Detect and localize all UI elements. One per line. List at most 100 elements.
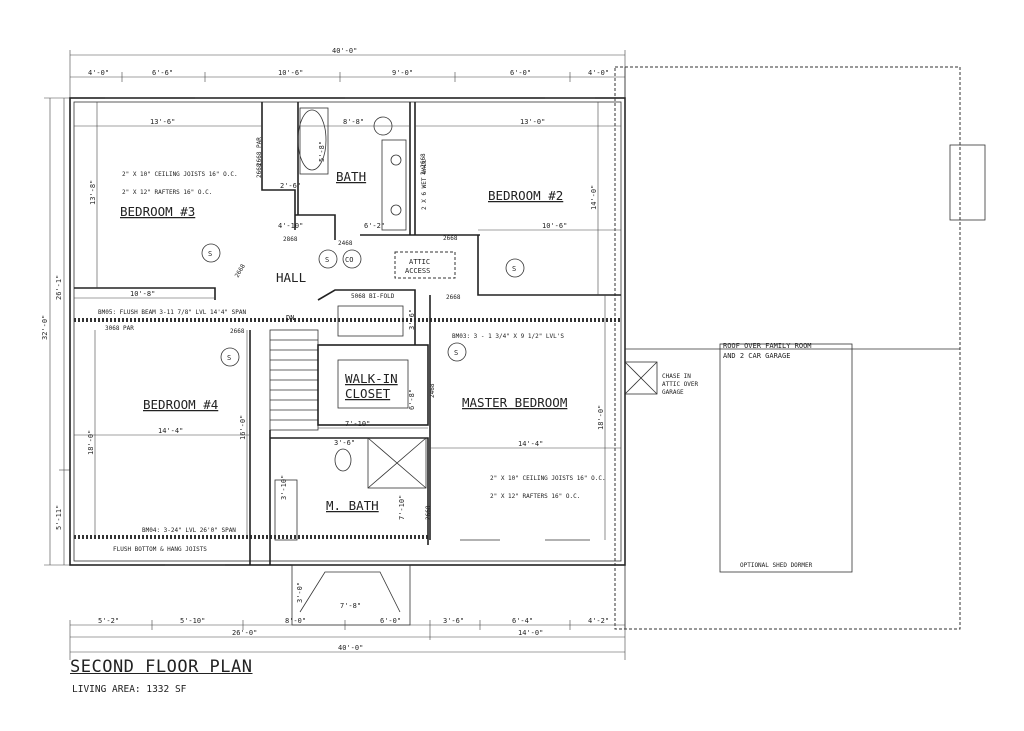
smoke-detectors: S S S S S (201, 243, 525, 367)
dim-misc-1: 5'-8" (318, 141, 326, 162)
dim-misc-3: 4'-10" (278, 222, 303, 230)
dim-bottom-seg-7: 4'-2" (588, 617, 609, 625)
top-dimensions: 40'-0" 4'-0" 6'-6" 10'-6" 9'-0" 6'-0" 4'… (69, 47, 626, 100)
dim-bed4-w: 14'-4" (158, 427, 183, 435)
dim-top-seg-3: 10'-6" (278, 69, 303, 77)
dim-bottom-total-2: 14'-0" (518, 629, 543, 637)
dim-left-overall: 32'-0" (41, 315, 49, 340)
door-tag: 2668 (234, 263, 247, 279)
chase-label-2: ATTIC OVER (662, 381, 699, 388)
stairs-dn: DN (286, 314, 294, 322)
dim-misc-7: 3'-6" (334, 439, 355, 447)
door-tag: 2-2668 (420, 153, 427, 175)
dim-stoop: 7'-8" (340, 602, 361, 610)
living-area: LIVING AREA: 1332 SF (72, 684, 187, 695)
room-bedroom4: BEDROOM #4 (143, 397, 218, 412)
room-mbath: M. BATH (326, 498, 379, 513)
dim-bed2-w2: 10'-6" (542, 222, 567, 230)
dim-bottom-seg-4: 6'-0" (380, 617, 401, 625)
dim-closet-w: 7'-10" (345, 420, 370, 428)
smoke-detector-4: S (227, 354, 231, 362)
dim-top-seg-1: 4'-0" (88, 69, 109, 77)
door-tag: 2468 (429, 383, 436, 398)
dim-bottom-seg-5: 3'-6" (443, 617, 464, 625)
door-tag: 2468 (338, 240, 353, 247)
dim-hall-w: 10'-8" (130, 290, 155, 298)
smoke-detector-5: S (454, 349, 458, 357)
dim-bed4-h: 18'-0" (87, 430, 95, 455)
dim-bed4-h2: 16'-0" (239, 415, 247, 440)
note-joists-b: 2" X 10" CEILING JOISTS 16" O.C. (490, 475, 606, 482)
door-tag: 2668 (256, 163, 263, 178)
roof-label-1: ROOF OVER FAMILY ROOM (723, 342, 812, 350)
note-bm03: BM03: 3 - 1 3/4" X 9 1/2" LVL'S (452, 333, 564, 340)
attic-access-1: ATTIC (409, 258, 430, 266)
note-flush-bottom: FLUSH BOTTOM & HANG JOISTS (113, 546, 207, 553)
room-bedroom3: BEDROOM #3 (120, 204, 195, 219)
dim-misc-4: 2'-6" (280, 182, 301, 190)
dim-master-w: 14'-4" (518, 440, 543, 448)
dim-mbath-h: 7'-10" (398, 495, 406, 520)
door-tag: 2668 (443, 235, 458, 242)
bottom-dimensions: 5'-2" 5'-10" 8'-0" 6'-0" 3'-6" 6'-4" 4'-… (69, 617, 626, 660)
room-dimensions: 13'-6" 13'-8" 8'-8" 13'-0" 14'-0" 10'-6"… (74, 102, 621, 610)
shed-dormer-label: OPTIONAL SHED DORMER (740, 562, 813, 569)
note-bm05: BM05: FLUSH BEAM 3-11 7/8" LVL 14'4" SPA… (98, 309, 246, 316)
room-master: MASTER BEDROOM (462, 395, 567, 410)
smoke-detector-2: S (325, 256, 329, 264)
dim-bottom-seg-3: 8'-0" (285, 617, 306, 625)
interior-walls (74, 102, 621, 626)
smoke-detector-3: S (512, 265, 516, 273)
structural-notes: 2" X 10" CEILING JOISTS 16" O.C. 2" X 12… (98, 137, 606, 553)
dim-bed2-h: 14'-0" (590, 185, 598, 210)
dim-top-seg-5: 6'-0" (510, 69, 531, 77)
dim-left-b: 5'-11" (55, 505, 63, 530)
note-rafters-b: 2" X 12" RAFTERS 16" O.C. (490, 493, 580, 500)
dim-overall-bottom: 40'-0" (338, 644, 363, 652)
door-tag: 2868 (283, 236, 298, 243)
door-tag: 2668 (425, 505, 432, 520)
door-tag: 2668 (230, 328, 245, 335)
room-bedroom2: BEDROOM #2 (488, 188, 563, 203)
dim-misc-2: 6'-2" (364, 222, 385, 230)
room-labels: BEDROOM #3 BATH BEDROOM #2 HALL ATTIC AC… (120, 169, 567, 513)
dim-bed3-w: 13'-6" (150, 118, 175, 126)
note-joists-a: 2" X 10" CEILING JOISTS 16" O.C. (122, 171, 238, 178)
attic-access-2: ACCESS (405, 267, 430, 275)
note-pair-2: 3068 PAR (105, 325, 134, 332)
dim-left-a: 26'-1" (55, 275, 63, 300)
left-dimensions: 32'-0" 26'-1" 5'-11" (41, 97, 72, 566)
dim-misc-9: 3'-0" (296, 582, 304, 603)
dim-bed3-h: 13'-8" (89, 180, 97, 205)
room-walkin-1: WALK-IN (345, 371, 398, 386)
dim-bed2-w: 13'-0" (520, 118, 545, 126)
dim-misc-6: 3'-6" (408, 309, 416, 330)
smoke-detector-1: S (208, 250, 212, 258)
chase-label-3: GARAGE (662, 389, 684, 396)
room-hall: HALL (276, 270, 306, 285)
door-tag: 2668 (446, 294, 461, 301)
room-bath: BATH (336, 169, 366, 184)
dim-top-seg-4: 9'-0" (392, 69, 413, 77)
dim-bath-w: 8'-8" (343, 118, 364, 126)
dim-bottom-seg-6: 6'-4" (512, 617, 533, 625)
dim-misc-8: 3'-10" (280, 475, 288, 500)
note-bm04: BM04: 3-24" LVL 26'0" SPAN (142, 527, 236, 534)
note-bifold: 5068 BI-FOLD (351, 293, 395, 300)
dim-top-seg-2: 6'-6" (152, 69, 173, 77)
dim-overall-top: 40'-0" (332, 47, 357, 55)
dim-top-seg-6: 4'-0" (588, 69, 609, 77)
note-rafters-a: 2" X 12" RAFTERS 16" O.C. (122, 189, 212, 196)
room-walkin-2: CLOSET (345, 386, 391, 401)
door-tags: 2668 2868 2468 2668 2668 2668 2468 2668 … (230, 153, 461, 520)
dim-bottom-seg-1: 5'-2" (98, 617, 119, 625)
note-co: CO (345, 256, 353, 264)
dim-master-h: 18'-0" (597, 405, 605, 430)
chase-label-1: CHASE IN (662, 373, 691, 380)
dim-bottom-seg-2: 5'-10" (180, 617, 205, 625)
dim-misc-5: 6'-8" (408, 389, 416, 410)
roof-label-2: AND 2 CAR GARAGE (723, 352, 790, 360)
dim-bottom-total-1: 26'-0" (232, 629, 257, 637)
plan-title: SECOND FLOOR PLAN (70, 657, 253, 677)
